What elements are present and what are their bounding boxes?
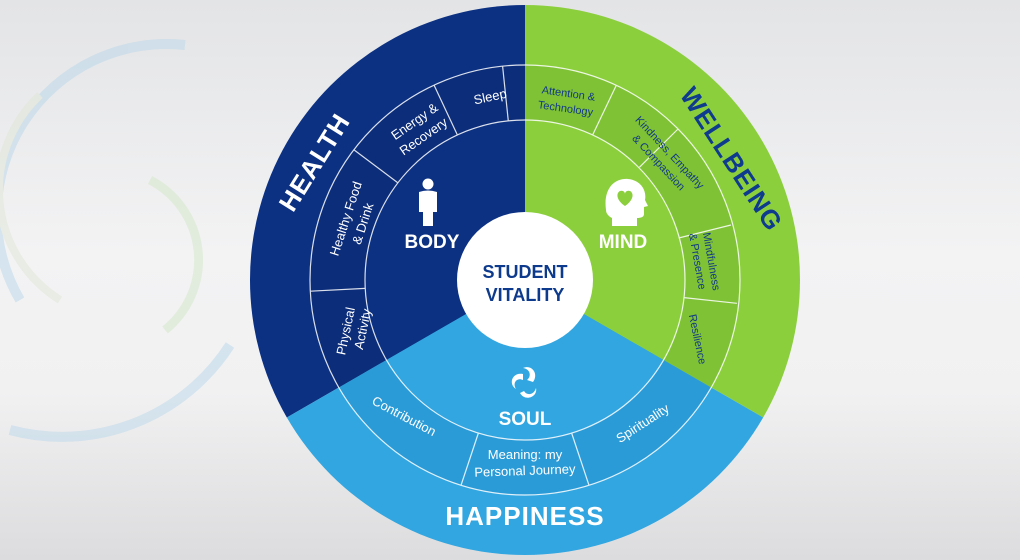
soul-core [386, 280, 664, 441]
mind-label: MIND [599, 232, 648, 253]
center-line-2: VITALITY [486, 285, 565, 305]
ring-outlines [309, 64, 741, 496]
head-heart-icon [605, 178, 648, 226]
center-line-1: STUDENT [483, 262, 568, 282]
ring-item-meaning-1: Meaning: my [488, 447, 563, 462]
background-decoration [0, 39, 235, 442]
body-label: BODY [405, 232, 460, 253]
center-circle [457, 212, 593, 348]
person-icon [419, 178, 437, 226]
ring-item-sleep: Sleep [472, 86, 508, 108]
ring-item-meaning-2: Personal Journey [474, 461, 576, 480]
happiness-label: HAPPINESS [445, 501, 604, 531]
soul-label: SOUL [499, 409, 552, 430]
triskelion-icon [511, 367, 537, 398]
